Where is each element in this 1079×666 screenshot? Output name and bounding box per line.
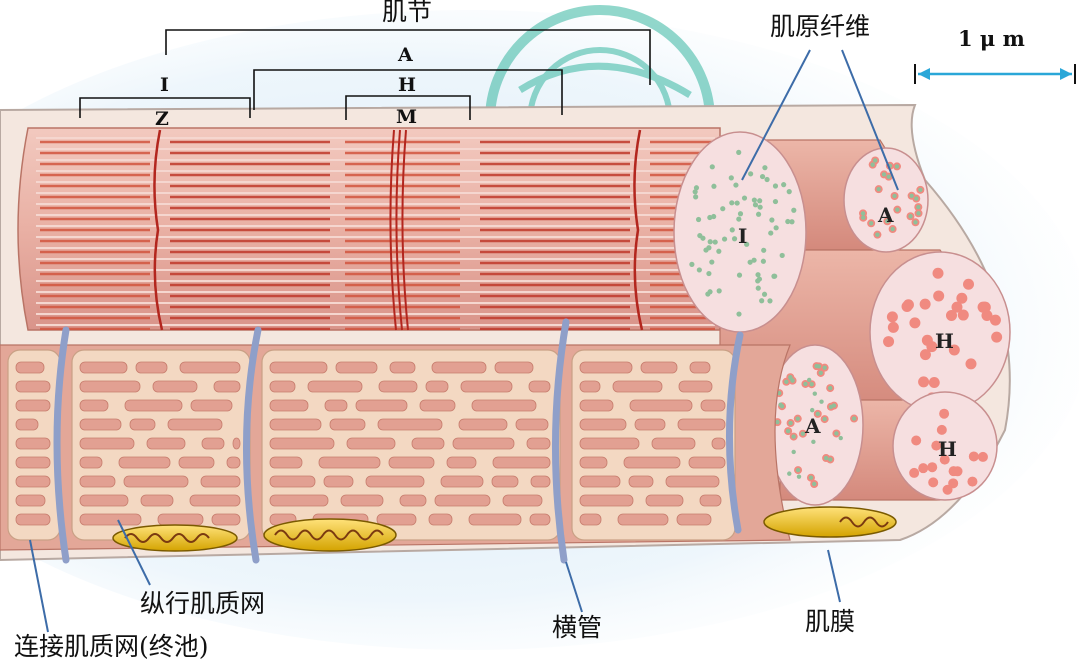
label-scale: 1 μ m (958, 26, 1025, 51)
label-line-m: M (396, 106, 417, 128)
label-line-z: Z (155, 108, 169, 130)
z-line-left (153, 129, 164, 331)
label-band-a: A (397, 44, 413, 66)
label-band-i: I (160, 74, 169, 96)
cross-section-a-low (766, 344, 864, 506)
a-band-bracket (253, 69, 563, 115)
label-zone-h: H (398, 74, 416, 96)
striation-lines (36, 137, 715, 330)
myofibril-upper (17, 127, 721, 331)
t-tubules (53, 318, 744, 564)
m-line (395, 129, 403, 331)
cross-section-h-mid (869, 251, 1011, 413)
h-zone-bracket (345, 95, 471, 120)
leader-lines (29, 49, 899, 633)
cross-section-i (673, 131, 807, 333)
label-section-h-low: H (938, 437, 957, 461)
i-band-bracket (79, 97, 251, 118)
mitochondria (112, 506, 897, 552)
label-sarcolemma: 肌膜 (805, 607, 855, 636)
label-terminal-cisterna: 连接肌质网(终池) (14, 632, 209, 661)
label-section-a-low: A (804, 414, 821, 438)
myofibril-lower (0, 344, 791, 551)
scale-bar (914, 64, 1076, 84)
label-myofibril: 肌原纤维 (770, 12, 870, 41)
label-longitudinal-sr: 纵行肌质网 (140, 589, 265, 618)
cross-section-a-top (843, 147, 929, 253)
label-sarcomere: 肌节 (382, 0, 432, 26)
cross-section-h-low (892, 391, 998, 501)
sarcoplasmic-reticulum-network (7, 349, 736, 541)
label-section-h-mid: H (935, 329, 954, 353)
label-section-i: I (738, 224, 747, 248)
z-line-right (633, 129, 644, 331)
label-t-tubule: 横管 (552, 613, 602, 642)
label-section-a-top: A (877, 203, 894, 227)
sarcomere-bracket (165, 29, 651, 85)
